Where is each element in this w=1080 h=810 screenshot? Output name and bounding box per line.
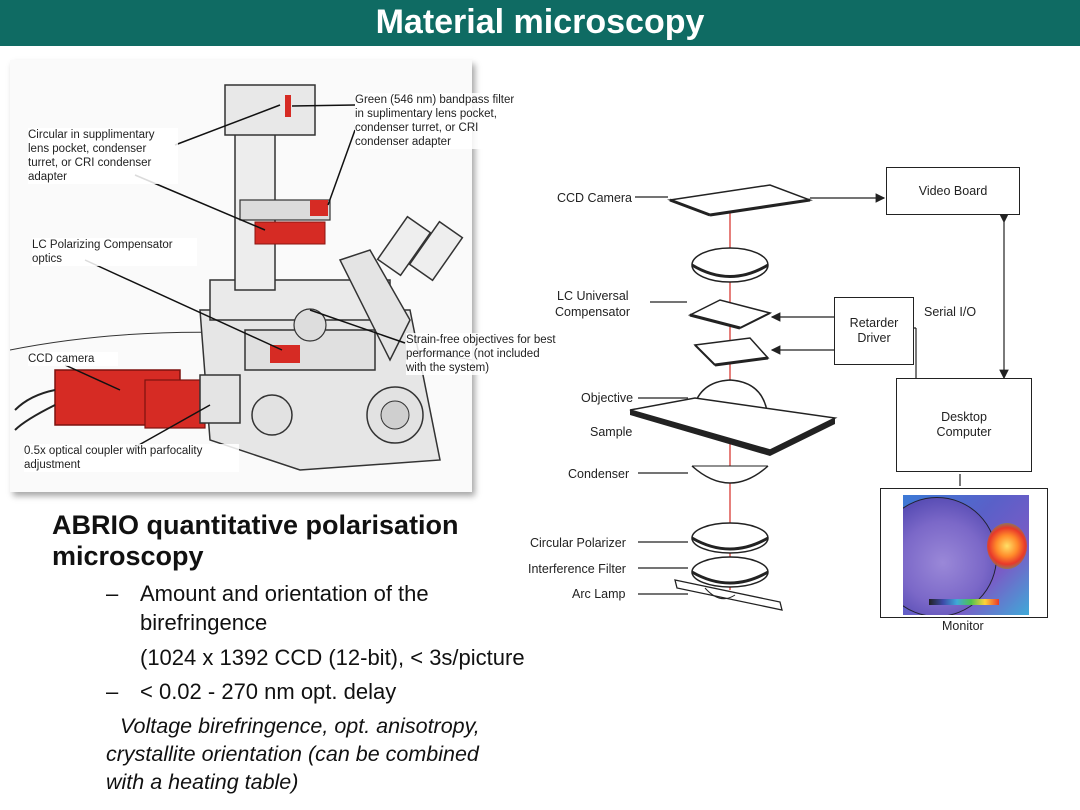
bullet-1-line-1: Amount and orientation of the (140, 581, 429, 606)
driver-label: Driver (857, 331, 891, 345)
optical-diagram: CCD Camera Video Board LC Universal Comp… (520, 160, 1080, 640)
video-board-box: Video Board (886, 167, 1020, 215)
desktop-label: Desktop (941, 410, 987, 424)
label-compensator: Compensator (555, 305, 631, 319)
note-line-1: Voltage birefringence, opt. anisotropy, (120, 714, 480, 738)
label-monitor: Monitor (942, 619, 984, 633)
callout-ccd-camera: CCD camera (28, 352, 118, 366)
callout-lc-compensator: LC Polarizing Compensator optics (32, 238, 197, 266)
label-serial-io: Serial I/O (924, 305, 977, 319)
label-condenser: Condenser (568, 467, 630, 481)
callout-coupler: 0.5x optical coupler with parfocality ad… (24, 444, 239, 472)
bullet-1-line-2: birefringence (140, 610, 268, 635)
label-circular-polarizer: Circular Polarizer (530, 536, 626, 550)
title-bar: Material microscopy (0, 0, 1080, 46)
callout-green-filter: Green (546 nm) bandpass filter in suplim… (355, 93, 515, 149)
monitor-screen (903, 495, 1029, 615)
bullet-1-sub: (1024 x 1392 CCD (12-bit), < 3s/picture (140, 645, 525, 670)
label-ccd-camera: CCD Camera (557, 191, 633, 205)
section-heading: ABRIO quantitative polarisation microsco… (52, 510, 522, 572)
label-lc-universal: LC Universal (557, 289, 629, 303)
note-text: Voltage birefringence, opt. anisotropy, … (106, 712, 546, 796)
bullet-dash-2: – (106, 679, 119, 704)
birefringence-disc (903, 497, 997, 615)
microscope-illustration (10, 84, 472, 471)
heading-line-1: ABRIO quantitative polarisation (52, 510, 459, 540)
computer-label: Computer (936, 425, 992, 439)
note-line-3: with a heating table) (106, 770, 299, 794)
retarder-label: Retarder (849, 316, 899, 330)
hot-spot (987, 523, 1027, 569)
callout-circular: Circular in supplimentary lens pocket, c… (28, 128, 178, 184)
label-objective: Objective (581, 391, 634, 405)
heading-line-2: microscopy (52, 541, 204, 571)
microscope-figure: Green (546 nm) bandpass filter in suplim… (10, 60, 556, 492)
callout-strain-free: Strain-free objectives for best performa… (406, 333, 556, 375)
video-board-label: Video Board (918, 183, 988, 198)
label-arc-lamp: Arc Lamp (572, 587, 626, 601)
bullet-2-text: < 0.02 - 270 nm opt. delay (140, 679, 397, 704)
note-line-2: crystallite orientation (can be combined (106, 742, 479, 766)
color-scale-bar (929, 599, 999, 605)
label-sample: Sample (590, 425, 633, 439)
label-interference-filter: Interference Filter (528, 562, 626, 576)
bullet-dash-1: – (106, 581, 119, 606)
slide-title: Material microscopy (375, 3, 705, 41)
diagram-lines (629, 184, 1009, 611)
monitor-frame (880, 488, 1048, 618)
